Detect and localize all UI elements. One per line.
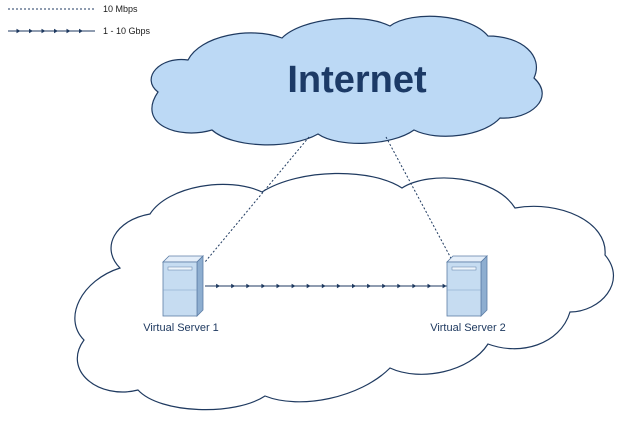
arrow-head-icon <box>382 283 387 289</box>
legend-item-gbps: 1 - 10 Gbps <box>8 26 151 36</box>
virtual-server-1: Virtual Server 1 <box>143 255 219 334</box>
arrow-head-icon <box>397 283 402 289</box>
link-server1-server2-arrow-heads <box>216 283 447 289</box>
server-icon <box>162 255 204 317</box>
datacenter-cloud <box>74 172 615 411</box>
arrow-head-icon <box>367 283 372 289</box>
virtual-server-2: Virtual Server 2 <box>430 255 506 334</box>
arrow-head-icon <box>29 28 33 34</box>
server-label-1: Virtual Server 1 <box>143 322 219 334</box>
server-label-2: Virtual Server 2 <box>430 322 506 334</box>
arrow-head-icon <box>442 283 447 289</box>
arrow-head-icon <box>412 283 417 289</box>
arrow-head-icon <box>54 28 58 34</box>
server-icon <box>446 255 488 317</box>
arrow-head-icon <box>231 283 236 289</box>
arrow-head-icon <box>306 283 311 289</box>
link-internet-server1 <box>204 136 310 263</box>
legend-item-10mbps: 10 Mbps <box>8 4 138 14</box>
internet-label: Internet <box>287 59 427 101</box>
arrow-head-icon <box>41 28 46 34</box>
legend-label-gbps: 1 - 10 Gbps <box>103 26 151 36</box>
legend: 10 Mbps 1 - 10 Gbps <box>8 4 151 36</box>
arrow-head-icon <box>427 283 432 289</box>
arrow-head-icon <box>261 283 266 289</box>
arrow-head-icon <box>291 283 296 289</box>
arrow-head-icon <box>16 28 21 34</box>
arrow-head-icon <box>216 283 221 289</box>
arrow-head-icon <box>246 283 251 289</box>
arrow-head-icon <box>321 283 326 289</box>
internet-cloud <box>150 15 543 146</box>
arrow-head-icon <box>336 283 341 289</box>
legend-label-10mbps: 10 Mbps <box>103 4 138 14</box>
arrow-head-icon <box>276 283 281 289</box>
arrow-head-icon <box>352 283 356 289</box>
arrow-head-icon <box>79 28 83 34</box>
arrow-head-icon <box>66 28 71 34</box>
legend-arrow-heads <box>16 28 83 34</box>
